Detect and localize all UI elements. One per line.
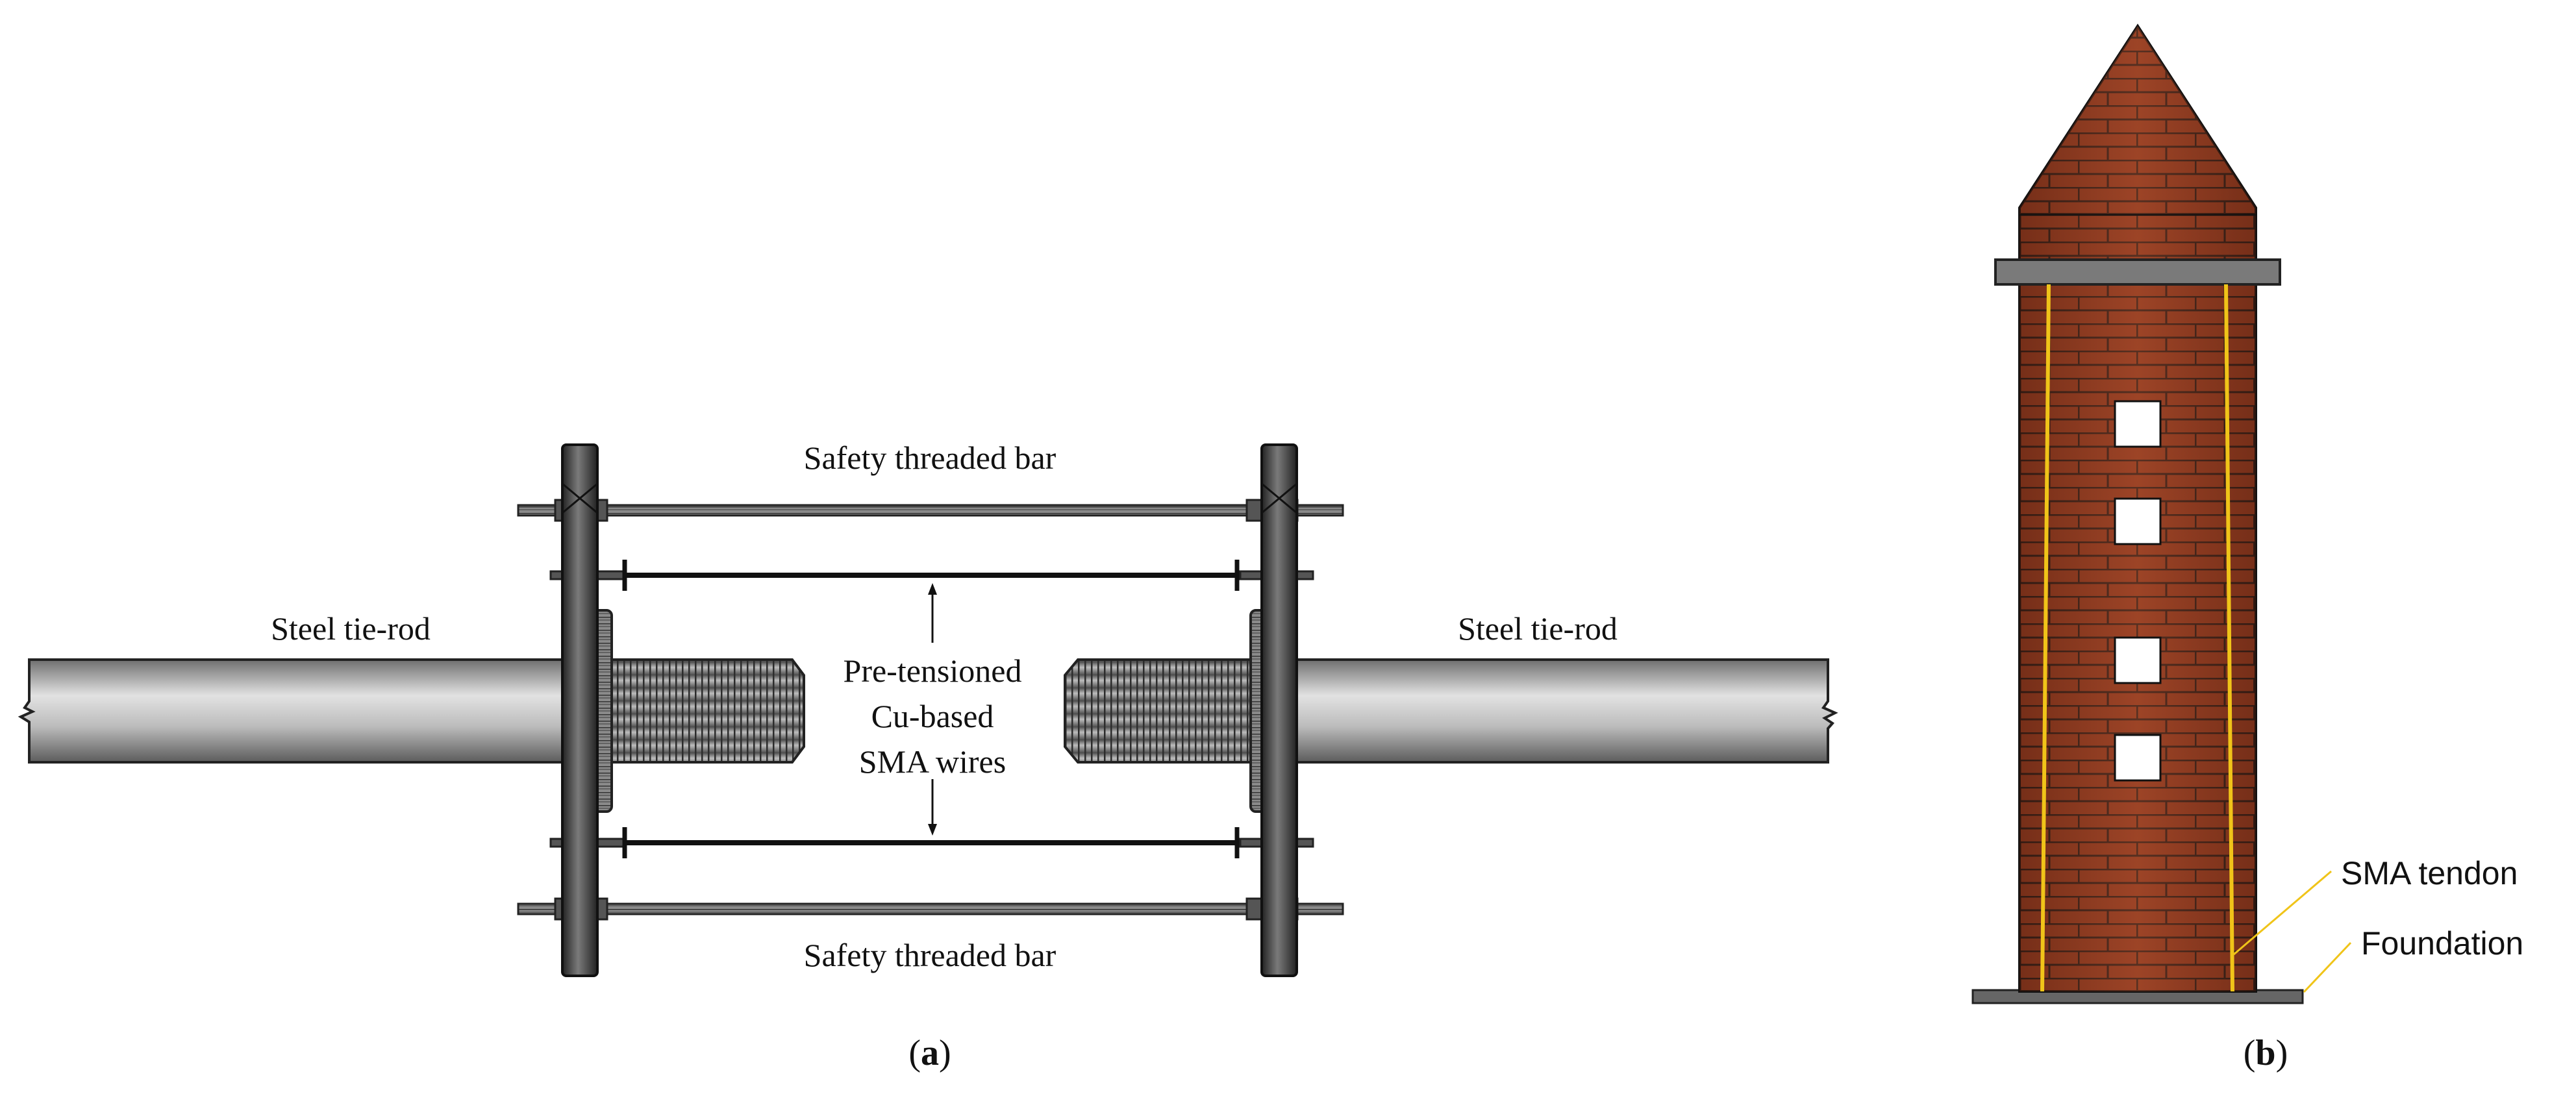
sma-tendon-label: SMA tendon xyxy=(2341,855,2518,891)
sma-wire-bottom xyxy=(622,827,1240,858)
sma-wires-label-line2: Cu-based xyxy=(871,698,994,734)
panel-b-label: (b) xyxy=(2244,1033,2288,1073)
sma-tendons xyxy=(2040,284,2234,992)
foundation-leader xyxy=(2303,941,2352,993)
tower-openings xyxy=(2114,400,2162,782)
sma-wire-top xyxy=(622,560,1240,591)
panel-a: Safety threaded bar Safety threaded bar … xyxy=(18,440,1838,1073)
sma-tendon-right xyxy=(2224,284,2234,992)
panel-b: SMA tendon Foundation (b) xyxy=(1971,23,2523,1073)
steel-tie-rod-left-label: Steel tie-rod xyxy=(271,610,431,647)
panel-a-label-close: ) xyxy=(939,1033,951,1073)
right-steel-tie-rod xyxy=(1291,658,1838,764)
steel-tie-rod-right-label: Steel tie-rod xyxy=(1458,610,1618,647)
sma-tendon-left xyxy=(2040,284,2051,992)
panel-a-label-open: ( xyxy=(908,1033,921,1073)
right-end-plate xyxy=(1260,443,1298,977)
panel-a-label-letter: a xyxy=(921,1033,939,1073)
sma-wires-label-line1: Pre-tensioned xyxy=(844,653,1022,689)
sma-tendon-leader xyxy=(2233,870,2332,956)
safety-threaded-bar-bottom-label: Safety threaded bar xyxy=(804,937,1057,973)
safety-threaded-bar-top xyxy=(517,499,1344,522)
panel-a-label: (a) xyxy=(908,1033,951,1073)
panel-b-label-open: ( xyxy=(2244,1033,2256,1073)
left-threaded-end xyxy=(596,658,805,764)
masonry-tower-body xyxy=(2018,213,2257,993)
left-steel-tie-rod xyxy=(18,658,573,764)
left-end-plate xyxy=(561,443,599,977)
right-threaded-end xyxy=(1064,658,1268,764)
safety-threaded-bar-bottom xyxy=(517,897,1344,921)
tower-roof xyxy=(2018,23,2257,216)
top-ring-beam xyxy=(1994,258,2281,286)
panel-b-label-letter: b xyxy=(2255,1033,2275,1073)
safety-threaded-bar-top-label: Safety threaded bar xyxy=(804,440,1057,476)
panel-b-label-close: ) xyxy=(2276,1033,2288,1073)
sma-wire-arrow-down xyxy=(928,779,937,836)
sma-wires-label-line3: SMA wires xyxy=(859,743,1006,780)
sma-wire-arrow-up xyxy=(928,583,937,643)
foundation-label: Foundation xyxy=(2361,925,2523,962)
